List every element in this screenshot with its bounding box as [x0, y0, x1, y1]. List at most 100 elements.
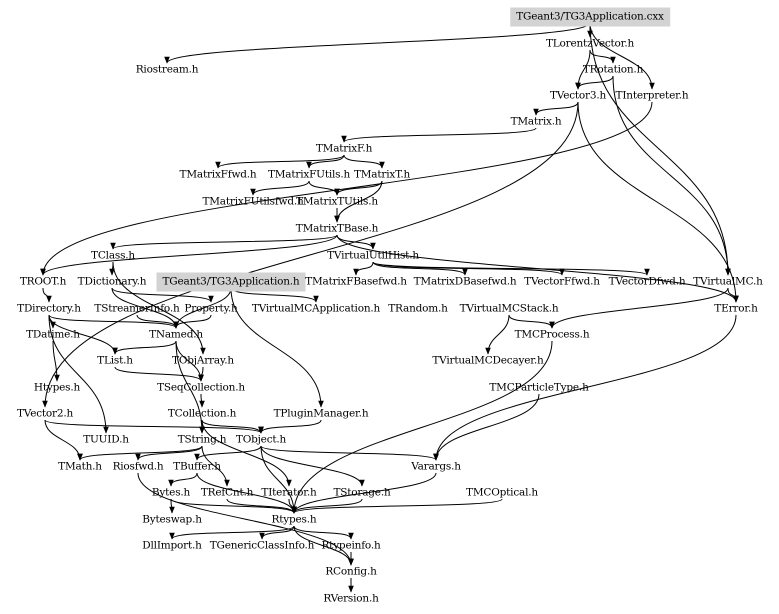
edge-tstreamerinfo-to-tnamed — [136, 314, 179, 329]
edge-bytes-to-byteswap — [169, 498, 175, 514]
graph-node-tmcparticletype[interactable]: TMCParticleType.h — [489, 381, 589, 394]
edge-tvirtualmcstack-to-tmcprocess — [508, 314, 555, 329]
graph-node-tstring[interactable]: TString.h — [177, 433, 227, 446]
graph-node-titerator[interactable]: TIterator.h — [261, 486, 317, 499]
graph-node-rconfig[interactable]: RConfig.h — [325, 565, 377, 578]
graph-node-property[interactable]: Property.h — [184, 302, 238, 315]
graph-node-tstreamerinfo[interactable]: TStreamerInfo.h — [94, 302, 180, 315]
graph-node-root[interactable]: TGeant3/TG3Application.cxx — [510, 7, 670, 27]
graph-node-dllimport[interactable]: DllImport.h — [142, 539, 202, 552]
graph-node-tvector2[interactable]: TVector2.h — [16, 407, 74, 420]
graph-node-tinterpreter[interactable]: TInterpreter.h — [615, 89, 689, 102]
edge-tmatrixt-to-tmatrixtutils — [334, 180, 383, 196]
edge-tvector3-to-terror — [577, 101, 739, 303]
graph-node-tvirtualutilhist[interactable]: TVirtualUtilHist.h — [327, 249, 419, 262]
graph-node-tobject[interactable]: TObject.h — [235, 433, 287, 446]
graph-node-riostream[interactable]: Riostream.h — [135, 63, 199, 76]
edge-root-to-tvirtualmc — [589, 22, 731, 276]
edge-rtypes-to-tgenericclassinfo — [259, 525, 295, 540]
graph-node-tmatrixfbasefwd[interactable]: TMatrixFBasefwd.h — [305, 275, 407, 288]
edge-tmatrixtbase-to-tvirtualutilhist — [336, 234, 376, 250]
edge-tmcoptical-to-rtypes — [291, 498, 503, 514]
graph-node-tmatrixtutils[interactable]: TMatrixTUtils.h — [296, 195, 378, 208]
graph-node-htypes[interactable]: Htypes.h — [33, 381, 81, 394]
edge-tcollection-to-titerator — [201, 419, 292, 487]
graph-node-tmcprocess[interactable]: TMCProcess.h — [514, 328, 590, 341]
edge-property-to-tnamed — [173, 314, 212, 329]
graph-node-tmatrixdbasefwd[interactable]: TMatrixDBasefwd.h — [413, 275, 517, 288]
edge-tobject-to-tstorage — [260, 445, 365, 487]
graph-node-tvirtualmcstack[interactable]: TVirtualMCStack.h — [459, 302, 559, 315]
edge-tobject-to-varargs — [260, 445, 439, 461]
edge-tobject-to-rtypes — [260, 445, 297, 514]
graph-node-varargs[interactable]: Varargs.h — [411, 460, 461, 473]
graph-node-tmatrixtbase[interactable]: TMatrixTBase.h — [295, 222, 379, 235]
edge-tdictionary-to-property — [111, 287, 214, 303]
graph-node-rtypes[interactable]: Rtypes.h — [271, 513, 317, 526]
graph-node-tvector3[interactable]: TVector3.h — [549, 89, 607, 102]
graph-node-tobjarray[interactable]: TObjArray.h — [172, 354, 234, 367]
graph-node-tseqcollection[interactable]: TSeqCollection.h — [157, 381, 245, 394]
graph-node-troot[interactable]: TROOT.h — [19, 275, 67, 288]
graph-node-tpluginmanager[interactable]: TPluginManager.h — [273, 407, 369, 420]
graph-node-tmatrix[interactable]: TMatrix.h — [510, 115, 562, 128]
edge-tpluginmanager-to-tobject — [258, 419, 322, 434]
graph-node-tnamed[interactable]: TNamed.h — [149, 328, 203, 341]
graph-node-terror[interactable]: TError.h — [714, 302, 758, 315]
graph-node-byteswap[interactable]: Byteswap.h — [142, 513, 202, 526]
graph-node-tmatrixf[interactable]: TMatrixF.h — [315, 142, 373, 155]
graph-node-riosfwd[interactable]: Riosfwd.h — [112, 460, 164, 473]
edge-rtypes-to-rtypeinfo — [293, 525, 354, 540]
graph-node-tlorentzvector[interactable]: TLorentzVector.h — [545, 37, 635, 50]
graph-node-tdictionary[interactable]: TDictionary.h — [77, 275, 147, 288]
graph-node-tmatrixt[interactable]: TMatrixT.h — [353, 168, 411, 181]
edge-tclass-to-tobjarray — [112, 261, 206, 355]
graph-node-tvirtualmcdecayer[interactable]: TVirtualMCDecayer.h — [432, 354, 544, 367]
graph-node-bytes[interactable]: Bytes.h — [151, 486, 191, 499]
edge-tdirectory-to-tuuid — [48, 314, 109, 434]
graph-node-tbuffer[interactable]: TBuffer.h — [173, 460, 221, 473]
graph-node-tlist[interactable]: TList.h — [97, 354, 133, 367]
graph-node-tg3application-h[interactable]: TGeant3/TG3Application.h — [156, 272, 306, 292]
edge-tnamed-to-tstring — [175, 340, 205, 434]
edge-tseqcollection-to-tcollection — [199, 393, 205, 408]
graph-node-trotation[interactable]: TRotation.h — [582, 63, 644, 76]
graph-node-tuuid[interactable]: TUUID.h — [83, 433, 129, 446]
edge-root-to-tinterpreter — [589, 22, 655, 90]
edge-tbuffer-to-bytes — [168, 472, 198, 487]
graph-node-tmcoptical[interactable]: TMCOptical.h — [466, 486, 538, 499]
graph-node-rtypeinfo[interactable]: Rtypeinfo.h — [321, 539, 381, 552]
edge-tg3application_h-to-tpluginmanager — [230, 287, 324, 408]
graph-node-trandom[interactable]: TRandom.h — [388, 302, 448, 315]
graph-node-tmatrixffwd[interactable]: TMatrixFfwd.h — [179, 168, 257, 181]
edge-tmatrixf-to-tmatrixt — [343, 154, 385, 169]
graph-node-tgenericclassinfo[interactable]: TGenericClassInfo.h — [209, 539, 315, 552]
edge-varargs-to-rtypes — [291, 472, 437, 514]
graph-node-tvirtualmcapplication[interactable]: TVirtualMCApplication.h — [251, 302, 381, 315]
graph-node-tmath[interactable]: TMath.h — [58, 460, 102, 473]
graph-node-tdirectory[interactable]: TDirectory.h — [17, 302, 81, 315]
edge-tvirtualutilhist-to-tvectordfwd — [372, 261, 650, 276]
graph-node-rversion[interactable]: RVersion.h — [323, 592, 379, 605]
graph-node-trefcnt[interactable]: TRefCnt.h — [200, 486, 254, 499]
edge-trotation-to-tvirtualmc — [612, 75, 731, 276]
edge-tmatrix-to-tmatrixf — [341, 127, 537, 143]
graph-node-tvirtualmc[interactable]: TVirtualMC.h — [693, 275, 763, 288]
graph-node-tdatime[interactable]: TDatime.h — [26, 328, 80, 341]
edge-tdirectory-to-tnamed — [48, 314, 179, 329]
graph-node-tcollection[interactable]: TCollection.h — [167, 407, 237, 420]
edge-tobject-to-tbuffer — [194, 445, 262, 461]
edge-tvirtualutilhist-to-tmatrixfbasefwd — [353, 261, 374, 276]
edge-tmatrixfutils-to-tmatrixfutilsfwd — [250, 180, 310, 196]
graph-node-tvectordfwd[interactable]: TVectorDfwd.h — [608, 275, 686, 288]
graph-node-tmatrixfutilsfwd[interactable]: TMatrixFUtilsfwd.h — [202, 195, 304, 208]
edge-tbuffer-to-rtypes — [196, 472, 297, 514]
edge-trotation-to-tvector3 — [575, 75, 614, 90]
graph-node-tclass[interactable]: TClass.h — [91, 249, 135, 262]
graph-node-tvectorffwd[interactable]: TVectorFfwd.h — [524, 275, 600, 288]
edge-tobjarray-to-tseqcollection — [198, 366, 204, 382]
graph-node-tstorage[interactable]: TStorage.h — [333, 486, 391, 499]
graph-node-tmatrixfutils[interactable]: TMatrixFUtils.h — [267, 168, 351, 181]
edge-tmatrixf-to-tmatrixffwd — [215, 154, 345, 169]
